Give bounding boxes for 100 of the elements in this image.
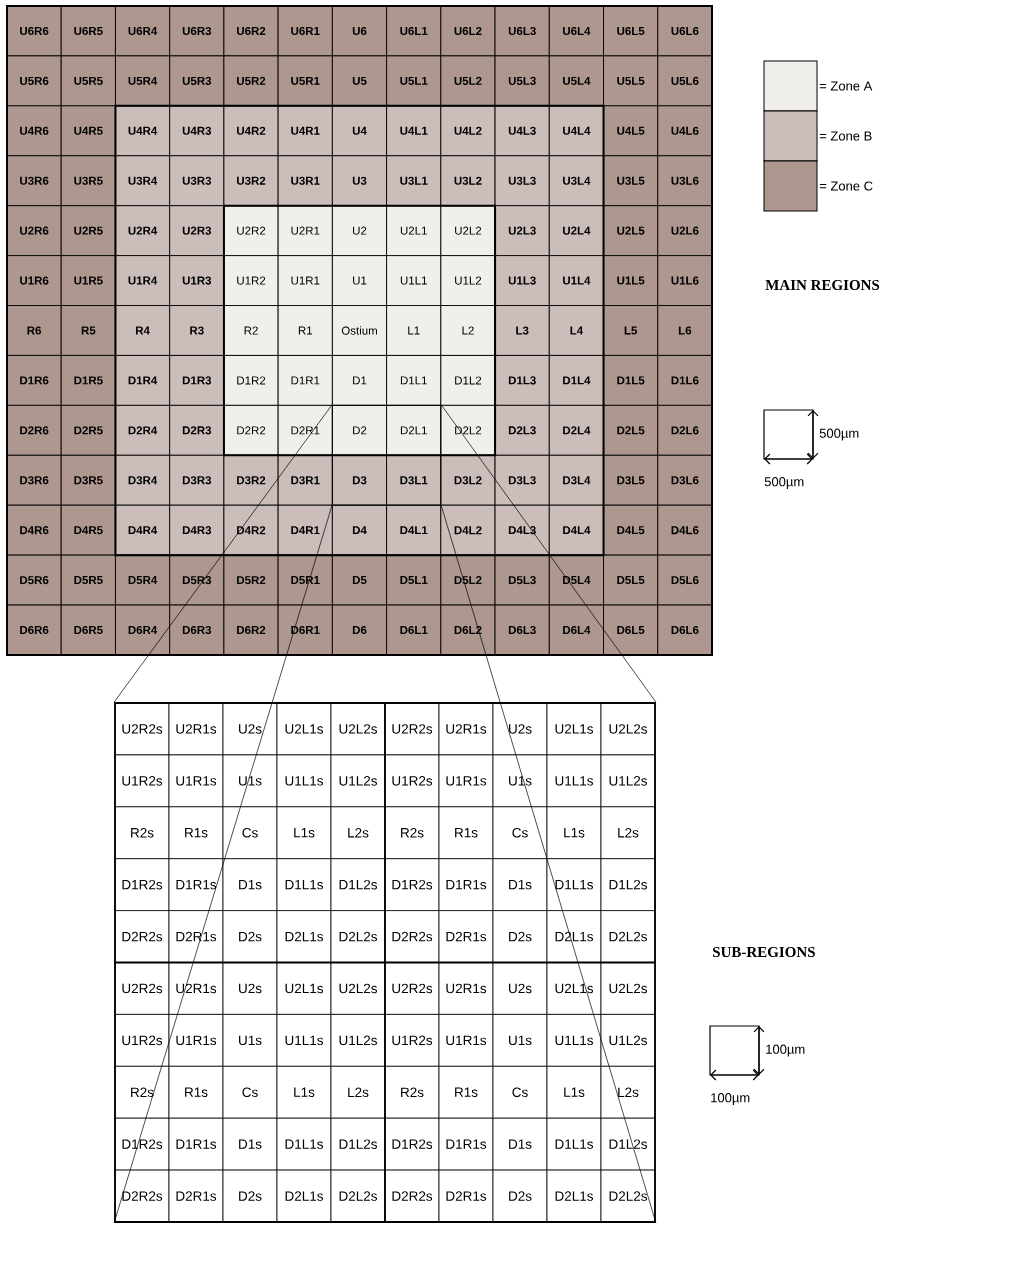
region-cell: U5L1 (386, 55, 442, 107)
region-cell: U4R1 (277, 105, 333, 157)
subregion-cell: D1R2s (384, 1117, 440, 1171)
dimension-label: 100µm (711, 1093, 750, 1105)
region-cell: D6R2 (223, 604, 279, 656)
subregion-cell: D1R1s (168, 858, 224, 911)
region-cell: D3R1 (277, 454, 333, 506)
region-cell: D4R5 (60, 504, 116, 556)
subregion-cell: D2L2s (330, 1169, 386, 1223)
zoom-area-outline (331, 404, 442, 506)
region-cell: D5R6 (6, 554, 62, 606)
subregion-cell: L2s (600, 806, 656, 860)
region-cell: D1 (331, 355, 388, 406)
region-cell: U6R5 (60, 5, 116, 57)
region-cell: D3L6 (657, 454, 713, 506)
region-cell: D4R3 (169, 504, 225, 556)
region-cell: D6L3 (494, 604, 550, 656)
subregion-cell: U2R1s (438, 962, 494, 1015)
subregion-cell: U1L2s (600, 754, 656, 808)
region-cell: U3L3 (494, 155, 550, 207)
subregion-cell: U2R1s (168, 962, 224, 1015)
subregion-cell: D1s (222, 1117, 278, 1171)
region-cell: U5L6 (657, 55, 713, 107)
region-cell: D2L3 (494, 404, 550, 456)
subregion-cell: U1R2s (384, 1014, 440, 1067)
region-cell: U6R3 (169, 5, 225, 57)
region-cell: D1L6 (657, 355, 713, 406)
region-cell: D4L3 (494, 504, 550, 556)
region-cell: U2R4 (115, 205, 171, 257)
region-cell: U3L6 (657, 155, 713, 207)
subregion-cell: U1L1s (276, 754, 332, 808)
region-cell: U4 (331, 105, 388, 157)
subregion-cell: D2R2s (114, 910, 170, 963)
region-cell: U4R3 (169, 105, 225, 157)
region-cell: U6L6 (657, 5, 713, 57)
region-cell: D2 (331, 404, 388, 456)
region-cell: D6L4 (548, 604, 604, 656)
region-cell: U2R1 (277, 205, 333, 257)
region-cell: R3 (169, 305, 225, 356)
region-cell: D1R5 (60, 355, 116, 406)
subregion-cell: D1R2s (384, 858, 440, 911)
section-heading: MAIN REGIONS (765, 279, 880, 291)
region-cell: U5R2 (223, 55, 279, 107)
region-cell: L5 (603, 305, 659, 356)
subregion-cell: U2s (222, 962, 278, 1015)
subregion-cell: D2R1s (438, 910, 494, 963)
region-cell: D5R1 (277, 554, 333, 606)
region-cell: U4L6 (657, 105, 713, 157)
region-cell: U1L4 (548, 255, 604, 306)
subregion-cell: U2R2s (384, 702, 440, 756)
subregion-cell: U1L1s (546, 754, 602, 808)
subregion-cell: U1L2s (330, 754, 386, 808)
region-cell: U5L3 (494, 55, 550, 107)
region-cell: D5R5 (60, 554, 116, 606)
region-cell: U4R6 (6, 105, 62, 157)
region-cell: D4L4 (548, 504, 604, 556)
region-cell: D5R3 (169, 554, 225, 606)
region-cell: U1R1 (277, 255, 333, 306)
subregion-cell: U2L1s (546, 962, 602, 1015)
region-cell: D3R5 (60, 454, 116, 506)
region-cell: D5 (331, 554, 388, 606)
legend-label: = Zone A (819, 81, 873, 91)
dimension-label: 100µm (766, 1044, 805, 1057)
region-cell: U4R5 (60, 105, 116, 157)
region-cell: R4 (115, 305, 171, 356)
region-cell: U1L1 (386, 255, 442, 306)
region-cell: D4L6 (657, 504, 713, 556)
subregion-cell: D1R1s (438, 1117, 494, 1171)
subregion-cell: D2R2s (384, 910, 440, 963)
region-cell: U5L4 (548, 55, 604, 107)
subregion-cell: Cs (222, 1065, 278, 1119)
region-cell: U3R3 (169, 155, 225, 207)
region-cell: D4L2 (440, 504, 496, 556)
subregion-cell: U2s (492, 962, 548, 1015)
region-cell: U3R1 (277, 155, 333, 207)
region-cell: D1L2 (440, 355, 496, 406)
region-cell: D5L6 (657, 554, 713, 606)
region-cell: D5R4 (115, 554, 171, 606)
subregion-cell: U2L1s (546, 702, 602, 756)
region-cell: D1L3 (494, 355, 550, 406)
dimension-label: 500µm (764, 477, 804, 489)
region-cell: D4L1 (386, 504, 442, 556)
region-cell: U1R2 (223, 255, 279, 306)
subregion-cell: L1s (276, 806, 332, 860)
subregion-cell: U1L2s (330, 1014, 386, 1067)
region-cell: L3 (494, 305, 550, 356)
subregion-cell: D1L2s (600, 858, 656, 911)
subregion-cell: Cs (492, 806, 548, 860)
region-cell: U2 (331, 205, 388, 257)
subregion-cell: L2s (330, 806, 386, 860)
region-cell: U2R6 (6, 205, 62, 257)
region-cell: L4 (548, 305, 604, 356)
subregion-cell: L1s (546, 1065, 602, 1119)
subregion-cell: U1s (492, 754, 548, 808)
region-cell: D3L3 (494, 454, 550, 506)
region-cell: U2L3 (494, 205, 550, 257)
region-cell: D3R3 (169, 454, 225, 506)
region-cell: D2R5 (60, 404, 116, 456)
region-cell: U3L2 (440, 155, 496, 207)
region-cell: U2L1 (386, 205, 442, 257)
